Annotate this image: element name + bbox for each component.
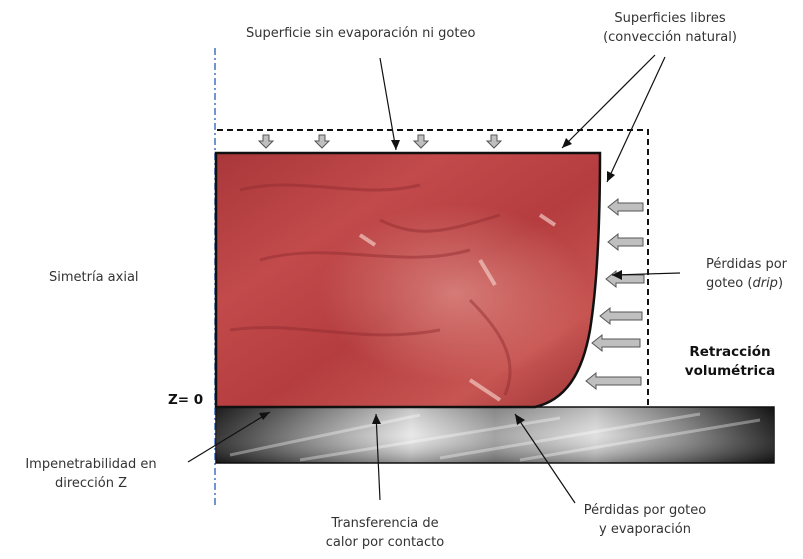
label-free-surfaces-line1: Superficies libres [614,11,726,26]
arrowhead-contact-heat [372,414,381,424]
pointer-contact-heat [375,413,381,501]
arrowhead-impenetrability [259,412,270,420]
down-arrow-icon [313,134,331,149]
label-drip-evaporation-line1: Pérdidas por goteo [583,503,707,518]
label-contact-heat-line1: Transferencia de [331,516,439,531]
label-free-surfaces-line2: (convección natural) [603,30,737,45]
top-flux-arrows [257,134,503,149]
label-z-zero: Z= 0 [168,392,204,408]
label-contact-heat: Transferencia de calor por contacto [315,514,455,552]
pointer-drip [611,272,681,276]
label-impenetrability: Impenetrabilidad en dirección Z [6,455,176,493]
left-arrow-icon [607,232,644,252]
boundary-box [217,129,649,407]
label-drip-evaporation: Pérdidas por goteo y evaporación [575,501,715,539]
label-impenetrability-line2: dirección Z [54,476,128,491]
label-drip-losses: Pérdidas por goteo (drip) [706,255,787,293]
pointer-free-surface-side [606,56,666,183]
meat-highlight [216,153,600,407]
label-volumetric-shrinkage-line1: Retracción [689,344,771,360]
label-drip-losses-line2: goteo (drip) [706,274,787,293]
arrowhead-drip-evaporation [515,414,525,425]
label-drip-losses-italic: drip [752,276,778,291]
pointer-top-surface [379,57,397,151]
label-drip-losses-line1: Pérdidas por [706,257,788,272]
arrowhead-free-surface-top [562,138,572,148]
meat-texture [229,183,512,396]
meat-sheen [358,213,557,402]
pointer-drip-evaporation [514,413,576,504]
down-arrow-icon [485,134,503,149]
left-arrow-icon [599,306,643,326]
left-arrow-icon [605,269,645,289]
label-drip-losses-prefix: goteo ( [706,276,753,291]
left-arrow-icon [607,197,644,217]
label-volumetric-shrinkage: Retracción volumétrica [675,343,785,381]
label-volumetric-shrinkage-line2: volumétrica [684,363,776,379]
arrowhead-free-surface-side [607,171,615,182]
down-arrow-icon [257,134,275,149]
down-arrow-icon [412,134,430,149]
label-drip-losses-suffix: ) [777,276,784,291]
plate-streaks [229,412,761,462]
label-contact-heat-line2: calor por contacto [325,535,445,550]
arrowhead-top-surface [391,140,400,150]
pointer-impenetrability [187,411,271,463]
left-arrow-icon [591,333,641,353]
label-free-surfaces: Superficies libres (convección natural) [575,9,765,47]
left-arrow-icon [585,371,642,391]
contact-plate-shade [216,407,774,463]
label-top-surface: Superficie sin evaporación ni goteo [246,26,476,41]
pointer-free-surface-top [561,54,656,149]
label-impenetrability-line1: Impenetrabilidad en [25,457,157,472]
label-drip-evaporation-line2: y evaporación [599,522,691,537]
label-axial-symmetry: Simetría axial [49,270,139,285]
arrowhead-drip [612,270,622,280]
side-flux-arrows [585,197,645,391]
